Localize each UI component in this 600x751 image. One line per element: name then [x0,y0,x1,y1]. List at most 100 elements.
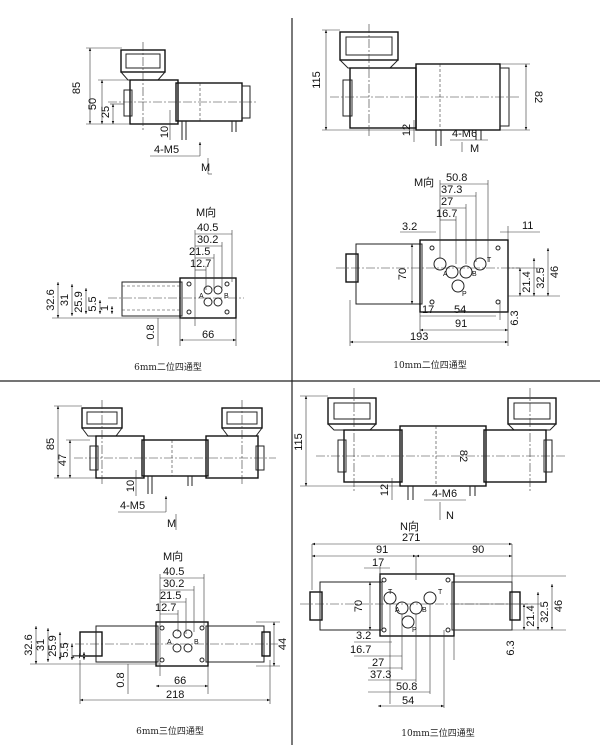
p1-m-view [108,277,244,319]
p3-m-dim-31: 31 [35,639,47,651]
p2-m-dim-46: 46 [549,266,561,278]
p2-dim-115: 115 [311,71,323,89]
p1-dim-25: 25 [100,106,112,118]
p1-dim-4m5: 4-M5 [154,144,179,156]
p1-m-dim-40-5: 40.5 [197,222,218,234]
p4-port-t-right: T [438,589,443,596]
p1-m-dim-12-7: 12.7 [190,258,211,270]
p3-caption: 6mm三位四通型 [136,725,204,737]
p3-m-dim-218: 218 [166,689,184,701]
p3-dim-85: 85 [45,438,57,450]
p3-m-title: M向 [163,549,183,563]
p3-dim-4m5: 4-M5 [120,500,145,512]
p2-label-m: M [470,143,479,155]
p1-m-dim-25-9: 25.9 [73,291,85,312]
p4-n-dim-54: 54 [402,695,414,707]
p2-m-dimensions [349,180,560,346]
p4-port-b: B [422,607,427,614]
p2-side-dimensions [324,30,528,152]
p1-m-dim-32-6: 32.6 [45,289,57,310]
p2-port-p: P [462,291,467,298]
p3-m-dimensions [30,574,280,704]
p3-m-dim-1: 1 [71,653,83,659]
p2-m-dim-50-8: 50.8 [446,172,467,184]
p4-n-dim-3-2: 3.2 [356,630,371,642]
p4-n-dim-46: 46 [553,600,565,612]
p3-dim-10: 10 [125,480,137,492]
p2-m-dim-16-7: 16.7 [436,208,457,220]
p1-side-dimensions [88,48,212,175]
p3-m-dim-30-2: 30.2 [163,578,184,590]
p2-m-dim-32-5: 32.5 [535,267,547,288]
p3-m-dim-0-8: 0.8 [115,672,127,687]
p3-m-dim-21-5: 21.5 [160,590,181,602]
p4-port-a: A [395,607,400,614]
p2-caption: 10mm二位四通型 [393,359,467,371]
p3-m-dim-25-9: 25.9 [47,635,59,656]
p1-port-a: A [199,293,204,300]
p1-dim-50: 50 [87,98,99,110]
p4-n-title: N向 [400,519,419,533]
p3-m-view [60,621,278,667]
p4-dim-4m6: 4-M6 [432,488,457,500]
p2-m-dim-37-3: 37.3 [441,184,462,196]
p3-m-dim-66: 66 [174,675,186,687]
p3-side-view [54,400,276,494]
p3-port-b: B [194,639,199,646]
p2-m-view [336,239,520,313]
p2-m-dim-6-3: 6.3 [509,310,521,325]
p4-dim-82: 82 [457,450,469,462]
p4-n-dim-90: 90 [472,544,484,556]
p2-port-b: B [472,271,477,278]
p2-dim-4m6: 4-M6 [452,128,477,140]
p3-label-m: M [167,518,176,530]
p4-label-n: N [446,510,454,522]
p1-label-m: M [201,162,210,174]
p2-m-dim-54: 54 [454,304,466,316]
p4-side-view [300,388,566,500]
p4-n-dim-21-4: 21.4 [525,605,537,626]
p4-n-dim-91: 91 [376,544,388,556]
p3-m-dim-32-6: 32.6 [23,634,35,655]
p1-m-dim-66: 66 [202,329,214,341]
p1-dim-10: 10 [159,126,171,138]
p4-n-dim-271: 271 [402,532,420,544]
p4-port-t-left: T [388,589,393,596]
p3-m-dim-44: 44 [277,638,289,650]
p3-port-a: A [167,639,172,646]
p3-m-dim-5-5: 5.5 [59,642,71,657]
p4-n-dim-50-8: 50.8 [396,681,417,693]
p1-caption: 6mm二位四通型 [134,361,202,373]
p1-m-dim-0-8: 0.8 [145,324,157,339]
p1-port-b: B [224,293,229,300]
p1-dim-85: 85 [71,82,83,94]
p1-m-dim-31: 31 [59,294,71,306]
p1-m-dimensions [52,230,237,346]
p1-m-dim-1: 1 [99,305,111,311]
p4-n-dim-70: 70 [353,600,365,612]
p2-m-dim-17: 17 [422,304,434,316]
p2-m-title: M向 [414,175,434,189]
p3-dim-47: 47 [57,454,69,466]
p2-port-a: A [443,271,448,278]
p4-n-dim-6-3: 6.3 [505,640,517,655]
p4-n-dim-16-7: 16.7 [350,644,371,656]
p2-m-dim-27: 27 [441,196,453,208]
p4-n-dim-37-3: 37.3 [370,669,391,681]
p3-m-dim-40-5: 40.5 [163,566,184,578]
p1-m-dim-21-5: 21.5 [189,246,210,258]
p4-n-dimensions [311,542,566,708]
p4-n-dim-17: 17 [372,557,384,569]
p4-n-dim-32-5: 32.5 [539,601,551,622]
p2-m-dim-70: 70 [397,268,409,280]
p1-side-view [86,42,258,140]
p2-side-view [322,24,530,146]
p2-m-dim-3-2: 3.2 [402,221,417,233]
p2-m-dim-91: 91 [455,318,467,330]
p4-side-dimensions [304,396,466,520]
p2-dim-82: 82 [532,91,544,103]
p4-dim-115: 115 [293,433,305,451]
p2-m-dim-21-4: 21.4 [521,271,533,292]
p4-port-p: P [412,627,417,634]
p1-m-dim-5-5: 5.5 [87,296,99,311]
